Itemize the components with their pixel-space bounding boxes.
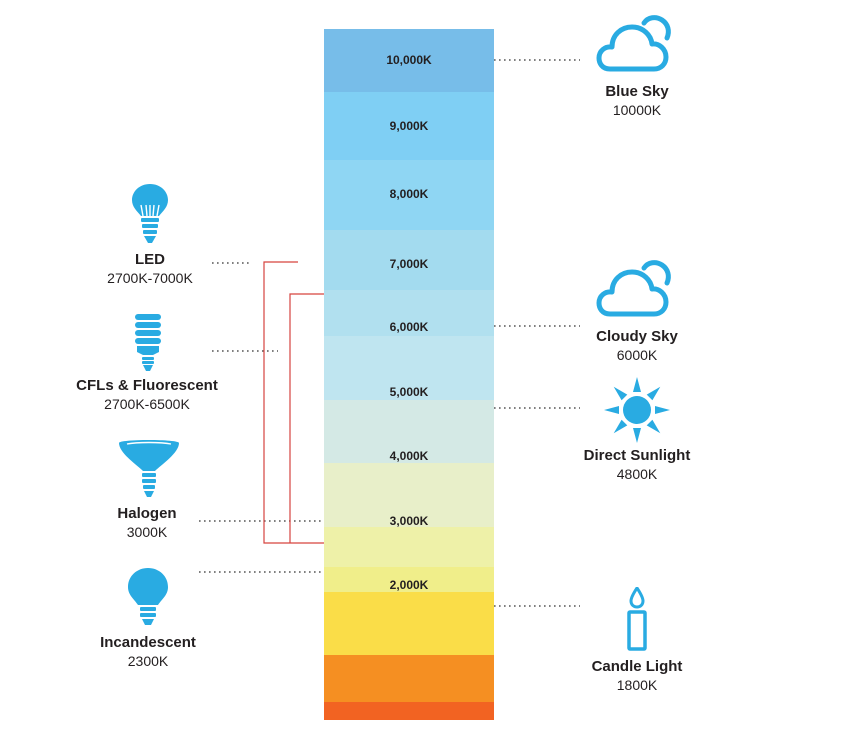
source-incandescent-range: 2300K (127, 653, 169, 669)
band-6000k (324, 290, 494, 336)
led-range-bracket (263, 261, 324, 544)
scale-label-8000k: 8,000K (389, 187, 429, 201)
source-cfl-name: CFLs & Fluorescent (76, 377, 218, 394)
band-1800k (324, 655, 494, 702)
source-sunlight-name: Direct Sunlight (583, 447, 691, 464)
source-blue-sky: Blue Sky 10000K (577, 83, 697, 119)
source-halogen: Halogen 3000K (87, 505, 207, 541)
cfl-bulb-icon (135, 314, 161, 371)
band-5000k (324, 336, 494, 400)
scale-label-7000k: 7,000K (389, 257, 429, 271)
source-candle-name: Candle Light (591, 658, 683, 675)
band-2500k (324, 567, 494, 592)
source-blue-sky-range: 10000K (612, 102, 662, 118)
band-3500k (324, 463, 494, 527)
sun-icon (604, 377, 670, 443)
source-halogen-range: 3000K (126, 524, 168, 540)
source-cloudy-sky-name: Cloudy Sky (596, 328, 678, 345)
source-led-range: 2700K-7000K (107, 270, 193, 286)
band-2000k (324, 592, 494, 655)
cloud-icon (596, 15, 671, 72)
source-sunlight-range: 4800K (616, 466, 658, 482)
source-cloudy-sky: Cloudy Sky 6000K (577, 328, 697, 364)
scale-label-3000k: 3,000K (389, 514, 429, 528)
scale-label-6000k: 6,000K (389, 320, 429, 334)
cloud-icon (596, 260, 671, 317)
scale-label-4000k: 4,000K (389, 449, 429, 463)
band-10000k (324, 29, 494, 92)
source-cloudy-sky-range: 6000K (616, 347, 658, 363)
scale-label-5000k: 5,000K (389, 385, 429, 399)
source-direct-sunlight: Direct Sunlight 4800K (567, 447, 707, 483)
source-cfl-range: 2700K-6500K (104, 396, 190, 412)
source-halogen-name: Halogen (117, 505, 177, 522)
band-7000k-upper (324, 230, 494, 290)
source-incandescent-name: Incandescent (100, 634, 196, 651)
scale-label-2000k: 2,000K (389, 578, 429, 592)
source-blue-sky-name: Blue Sky (605, 83, 669, 100)
source-candle-light: Candle Light 1800K (577, 658, 697, 694)
incandescent-bulb-icon (128, 568, 168, 625)
band-3000k (324, 527, 494, 567)
source-incandescent: Incandescent 2300K (80, 634, 216, 670)
source-led-name: LED (135, 251, 165, 268)
scale-label-10000k: 10,000K (386, 53, 432, 67)
band-8000k (324, 160, 494, 230)
cfl-range-bracket (289, 293, 324, 543)
candle-icon (627, 587, 647, 651)
led-bulb-icon (132, 184, 168, 243)
scale-label-9000k: 9,000K (389, 119, 429, 133)
band-9000k (324, 92, 494, 160)
halogen-bulb-icon (119, 440, 179, 497)
band-4000k (324, 400, 494, 463)
source-led: LED 2700K-7000K (90, 251, 210, 287)
band-1000k (324, 702, 494, 720)
source-candle-range: 1800K (616, 677, 658, 693)
source-cfl: CFLs & Fluorescent 2700K-6500K (52, 377, 242, 413)
